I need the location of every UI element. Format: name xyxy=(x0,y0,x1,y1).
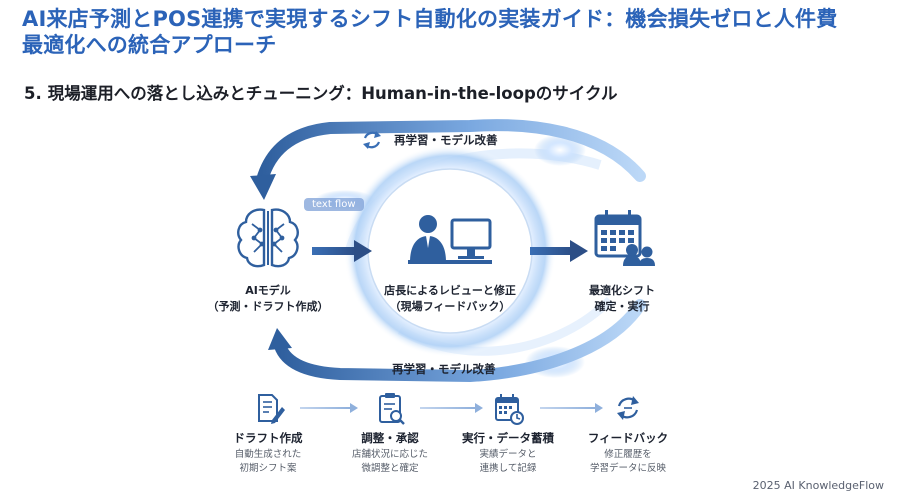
step-3-desc-line1: 実績データと xyxy=(479,449,537,460)
cycle-label-top: 再学習・モデル改善 xyxy=(394,133,498,147)
document-edit-icon xyxy=(258,394,285,424)
section-title: 現場運用への落とし込みとチューニング：Human-in-the-loopのサイク… xyxy=(47,84,618,103)
page-title: AI来店予測とPOS連携で実現するシフト自動化の実装ガイド：機会損失ゼロと人件費… xyxy=(22,6,882,58)
step-2-desc: 店舗状況に応じた 微調整と確定 xyxy=(330,448,450,476)
sync-icon xyxy=(617,396,639,420)
review-label: 店長によるレビューと修正 （現場フィードバック） xyxy=(370,283,530,315)
review-title: 店長によるレビューと修正 xyxy=(384,284,516,297)
step-4-title: フィードバック xyxy=(587,431,669,445)
shift-label: 最適化シフト 確定・実行 xyxy=(572,283,672,315)
step-4-desc-line1: 修正履歴を xyxy=(604,449,652,460)
step-2-title: 調整・承認 xyxy=(361,431,419,445)
cycle-label-bottom: 再学習・モデル改善 xyxy=(392,362,496,376)
review-subtitle: （現場フィードバック） xyxy=(389,300,511,313)
step-4-desc: 修正履歴を 学習データに反映 xyxy=(568,448,688,476)
ai-model-subtitle: （予測・ドラフト作成） xyxy=(207,300,329,313)
step-3-desc: 実績データと 連携して記録 xyxy=(448,448,568,476)
step-3-desc-line2: 連携して記録 xyxy=(479,463,537,474)
ai-model-label: AIモデル （予測・ドラフト作成） xyxy=(198,283,338,315)
step-arrow-3 xyxy=(540,403,603,413)
ai-model-title: AIモデル xyxy=(245,284,291,297)
footer-credit: 2025 AI KnowledgeFlow xyxy=(752,479,884,492)
brain-icon xyxy=(237,208,299,268)
shift-title: 最適化シフト xyxy=(589,284,655,297)
step-arrow-1 xyxy=(300,403,358,413)
shift-subtitle: 確定・実行 xyxy=(594,300,650,313)
step-arrow-2 xyxy=(420,403,483,413)
clipboard-search-icon xyxy=(379,393,405,425)
arrow-ai-to-review xyxy=(312,240,372,262)
refresh-icon-top xyxy=(363,131,381,149)
step-3-title: 実行・データ蓄積 xyxy=(462,431,554,445)
flow-tag: text flow xyxy=(304,198,364,211)
arrow-review-to-shift xyxy=(530,240,588,262)
calendar-clock-icon xyxy=(495,394,524,425)
step-1-desc-line2: 初期シフト案 xyxy=(239,463,297,474)
section-number: 5. xyxy=(24,84,42,103)
step-4-desc-line2: 学習データに反映 xyxy=(589,463,666,474)
step-1-desc-line1: 自動生成された xyxy=(234,449,302,460)
manager-at-computer-icon xyxy=(408,215,492,264)
step-1-title: ドラフト作成 xyxy=(233,431,303,445)
top-cycle-arrow xyxy=(250,119,646,200)
bottom-cycle-arrow xyxy=(268,299,646,383)
section-heading: 5. 現場運用への落とし込みとチューニング：Human-in-the-loopのサ… xyxy=(24,80,617,104)
title-line-1: AI来店予測とPOS連携で実現するシフト自動化の実装ガイド：機会損失ゼロと人件費 xyxy=(22,7,838,31)
step-2-desc-line2: 微調整と確定 xyxy=(361,463,419,474)
title-line-2: 最適化への統合アプローチ xyxy=(22,33,277,57)
calendar-staff-icon xyxy=(594,210,655,266)
step-2-desc-line1: 店舗状況に応じた xyxy=(351,449,428,460)
step-1-desc: 自動生成された 初期シフト案 xyxy=(208,448,328,476)
